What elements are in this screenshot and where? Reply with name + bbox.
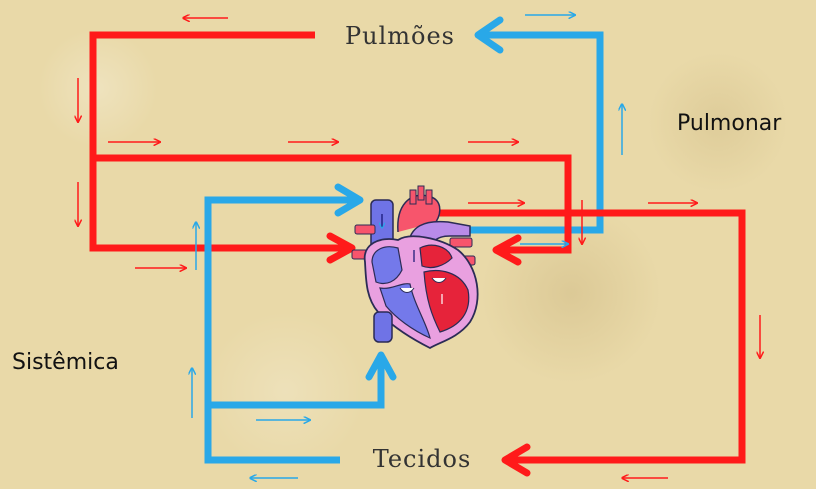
big-arrow-into-heart-right [492,234,522,266]
pulmonary-vein-upper-path [93,154,572,266]
lungs-label: Pulmões [345,22,455,50]
pulmonary-artery-path [470,16,604,234]
systemic-circuit-label: Sistêmica [12,350,119,375]
heart-icon [351,185,479,350]
big-arrow-vena-cava-superior [334,183,364,217]
vena-cava-path [204,183,397,464]
pulmonary-circuit-label: Pulmonar [677,111,782,136]
aorta-path [425,209,746,477]
flow-direction-arrows [78,15,760,478]
tissues-label: Tecidos [373,445,472,473]
big-arrow-to-lungs [474,16,504,54]
big-arrow-to-tissues [501,443,531,477]
big-arrow-into-heart-left [326,232,356,264]
pulmonary-vein-path [89,31,356,264]
big-arrow-vena-cava-inferior [365,351,397,381]
